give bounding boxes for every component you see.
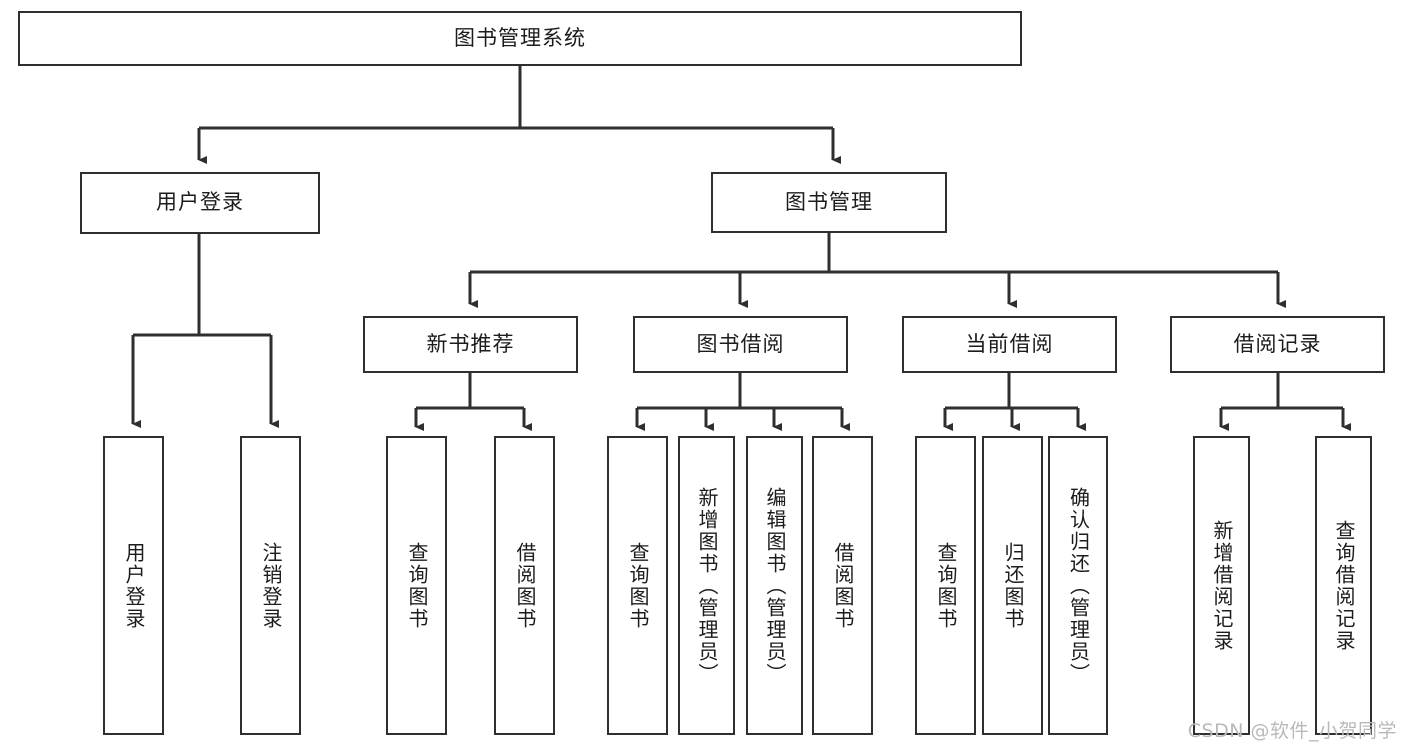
leaf-borrow-borrow-book[interactable]: 借阅图书 — [812, 436, 873, 735]
node-label: 新书推荐 — [426, 331, 515, 356]
node-current-borrow[interactable]: 当前借阅 — [902, 316, 1117, 373]
leaf-borrow-edit-book-admin[interactable]: 编辑图书（管理员） — [746, 436, 803, 735]
node-book-management[interactable]: 图书管理 — [711, 172, 947, 233]
node-label: 用户登录 — [122, 541, 146, 630]
node-root-system[interactable]: 图书管理系统 — [18, 11, 1022, 66]
leaf-borrow-query-book[interactable]: 查询图书 — [607, 436, 668, 735]
leaf-recommend-borrow-book[interactable]: 借阅图书 — [494, 436, 555, 735]
node-label: 借阅记录 — [1233, 331, 1322, 356]
node-label: 借阅图书 — [831, 541, 855, 630]
node-label: 查询图书 — [934, 541, 958, 630]
node-label: 当前借阅 — [965, 331, 1054, 356]
node-label: 图书管理 — [785, 189, 873, 214]
leaf-records-query-record[interactable]: 查询借阅记录 — [1315, 436, 1372, 735]
node-user-login[interactable]: 用户登录 — [80, 172, 320, 234]
node-label: 确认归还（管理员） — [1066, 486, 1091, 685]
node-label: 图书管理系统 — [454, 25, 586, 50]
leaf-user-login[interactable]: 用户登录 — [103, 436, 164, 735]
node-label: 查询借阅记录 — [1332, 519, 1356, 652]
leaf-user-logout[interactable]: 注销登录 — [240, 436, 301, 735]
leaf-records-add-record[interactable]: 新增借阅记录 — [1193, 436, 1250, 735]
node-label: 图书借阅 — [696, 331, 785, 356]
node-label: 查询图书 — [626, 541, 650, 630]
node-label: 用户登录 — [156, 190, 244, 215]
node-new-book-recommend[interactable]: 新书推荐 — [363, 316, 578, 373]
node-borrow-records[interactable]: 借阅记录 — [1170, 316, 1385, 373]
leaf-borrow-add-book-admin[interactable]: 新增图书（管理员） — [678, 436, 735, 735]
leaf-current-query-book[interactable]: 查询图书 — [915, 436, 976, 735]
node-label: 查询图书 — [405, 541, 429, 630]
node-book-borrow[interactable]: 图书借阅 — [633, 316, 848, 373]
node-label: 新增图书（管理员） — [695, 486, 719, 685]
node-label: 新增借阅记录 — [1210, 519, 1234, 652]
leaf-current-confirm-return-admin[interactable]: 确认归还（管理员） — [1048, 436, 1108, 735]
leaf-current-return-book[interactable]: 归还图书 — [982, 436, 1043, 735]
node-label: 编辑图书（管理员） — [763, 486, 787, 685]
leaf-recommend-query-book[interactable]: 查询图书 — [386, 436, 447, 735]
node-label: 借阅图书 — [513, 541, 537, 630]
node-label: 注销登录 — [259, 541, 283, 630]
node-label: 归还图书 — [1001, 541, 1025, 630]
